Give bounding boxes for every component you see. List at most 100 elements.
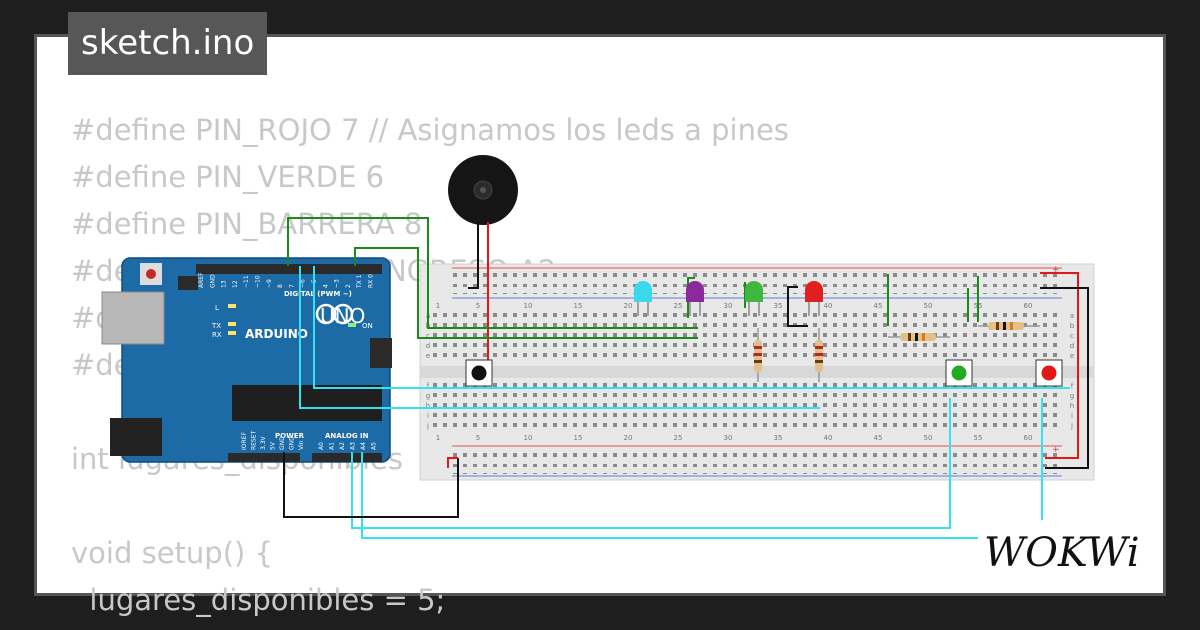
code-line: #define PIN_VERDE 6 <box>71 160 385 194</box>
breadboard-column-number: 10 <box>524 434 533 442</box>
arduino-digital-pin-label: 8 <box>277 284 284 288</box>
arduino-analog-pin-label: A0 <box>318 442 325 450</box>
code-line: lugares_disponibles = 5; <box>71 583 446 617</box>
l-led-label: L <box>215 304 219 312</box>
breadboard-column-number: 40 <box>824 434 833 442</box>
breadboard-column-number: 40 <box>824 302 833 310</box>
breadboard-row-letter: e <box>426 352 430 360</box>
arduino-digital-pin-label: ~6 <box>300 279 307 288</box>
breadboard-row-letter: j <box>426 422 429 430</box>
breadboard-column-number: 35 <box>774 434 783 442</box>
piezo-buzzer[interactable] <box>448 155 518 225</box>
arduino-power-pin-label: Vin <box>298 440 305 450</box>
arduino-infinity-logo-right <box>332 303 354 325</box>
breadboard-column-number: 15 <box>574 302 583 310</box>
breadboard-row-letter: c <box>426 332 430 340</box>
breadboard-column-number: 25 <box>674 434 683 442</box>
tx-led-label: TX <box>211 322 221 330</box>
breadboard-column-number: 35 <box>774 302 783 310</box>
resistor-horizontal-right[interactable] <box>978 322 1040 330</box>
pushbutton-red[interactable] <box>1035 359 1063 387</box>
breadboard-row-letter: f <box>427 382 430 390</box>
led-red[interactable] <box>805 281 823 316</box>
breadboard-column-number: 15 <box>574 434 583 442</box>
arduino-digital-pin-label: ~10 <box>255 275 262 288</box>
microcontroller-chip <box>232 385 382 421</box>
breadboard-column-number: 20 <box>624 434 633 442</box>
arduino-digital-pin-label: 13 <box>221 280 228 288</box>
breadboard-column-number: 45 <box>874 434 883 442</box>
code-line: #define PIN_BARRERA 8 <box>71 207 423 241</box>
arduino-digital-pin-label: 4 <box>322 284 329 288</box>
breadboard-column-number: 25 <box>674 302 683 310</box>
breadboard-column-number: 30 <box>724 434 733 442</box>
breadboard-row-letter: d <box>1070 342 1074 350</box>
svg-text:+: + <box>1052 265 1060 275</box>
arduino-power-pin-label: 5V <box>270 441 277 450</box>
wokwi-logo[interactable]: WOKWi <box>978 520 1150 580</box>
arduino-analog-pin-label: A5 <box>371 442 378 450</box>
arduino-uno-board[interactable]: UNO ARDUINO DIGITAL (PWM ~) POWER ANALOG… <box>101 257 392 463</box>
breadboard-column-number: 45 <box>874 302 883 310</box>
board-model: UNO <box>320 304 365 328</box>
file-name-badge[interactable]: sketch.ino <box>68 12 268 75</box>
arduino-digital-pin-label: 7 <box>288 284 295 288</box>
digital-header-label: DIGITAL (PWM ~) <box>284 290 352 298</box>
code-line: void setup() { <box>71 536 273 570</box>
arduino-power-pin-label: GND <box>279 436 286 450</box>
resistor-vertical-red-led[interactable] <box>815 328 823 382</box>
breadboard-column-number: 50 <box>924 434 933 442</box>
rx-led-label: RX <box>212 331 222 339</box>
breadboard-column-number: 30 <box>724 302 733 310</box>
arduino-digital-pin-label: TX 1 <box>356 274 363 289</box>
breadboard-row-letter: e <box>1070 352 1074 360</box>
reset-button <box>146 269 156 279</box>
breadboard-row-letter: g <box>426 392 430 400</box>
breadboard-column-number: 20 <box>624 302 633 310</box>
breadboard-column-number: 5 <box>476 434 480 442</box>
arduino-digital-pin-label: ~3 <box>334 279 341 288</box>
breadboard-row-letter: c <box>1070 332 1074 340</box>
breadboard-column-number: 10 <box>524 302 533 310</box>
arduino-digital-pin-label: ~9 <box>266 279 273 288</box>
arduino-digital-pin-label: GND <box>209 274 216 288</box>
breadboard-column-number: 60 <box>1024 302 1033 310</box>
pushbutton-green[interactable] <box>945 359 973 387</box>
svg-text:+: + <box>1052 445 1060 455</box>
arduino-digital-pin-label: ~11 <box>243 275 250 288</box>
breadboard-row-letter: h <box>426 402 430 410</box>
breadboard-column-number: 1 <box>436 302 440 310</box>
resistor-vertical-green-led[interactable] <box>754 328 762 382</box>
led-cyan[interactable] <box>634 281 652 316</box>
led-green[interactable] <box>745 281 763 316</box>
led-purple[interactable] <box>686 281 704 316</box>
breadboard-column-number: 5 <box>476 302 480 310</box>
pushbutton-black[interactable] <box>465 359 493 387</box>
breadboard-row-letter: b <box>1070 322 1075 330</box>
analog-header-label: ANALOG IN <box>325 432 369 440</box>
breadboard-row-letter: a <box>1070 312 1074 320</box>
arduino-analog-pin-label: A4 <box>360 442 367 450</box>
breadboard-row-letter: j <box>1070 422 1073 430</box>
arduino-power-pin-label: RESET <box>251 430 258 450</box>
arduino-power-pin-label: GND <box>289 436 296 450</box>
arduino-digital-pin-label: AREF <box>198 272 205 288</box>
wokwi-logo-text: WOKWi <box>984 530 1140 576</box>
wires <box>283 217 1089 539</box>
arduino-digital-pin-label: RX 0 <box>368 274 375 288</box>
breadboard-row-letter: f <box>1071 382 1074 390</box>
breadboard-row-letter: g <box>1070 392 1074 400</box>
arduino-digital-pin-label: 2 <box>345 284 352 288</box>
power-jack <box>110 418 162 456</box>
breadboard-row-letter: i <box>1071 412 1073 420</box>
resistor-horizontal-left[interactable] <box>888 333 950 341</box>
breadboard-column-number: 60 <box>1024 434 1033 442</box>
breadboard-row-letter: h <box>1070 402 1074 410</box>
arduino-power-pin-label: IOREF <box>241 432 248 450</box>
code-line: #define PIN_ROJO 7 // Asignamos los leds… <box>71 113 789 147</box>
power-header-label: POWER <box>275 432 305 440</box>
arduino-analog-pin-label: A1 <box>329 442 336 450</box>
usb-port <box>101 291 165 345</box>
breadboard-column-number: 50 <box>924 302 933 310</box>
